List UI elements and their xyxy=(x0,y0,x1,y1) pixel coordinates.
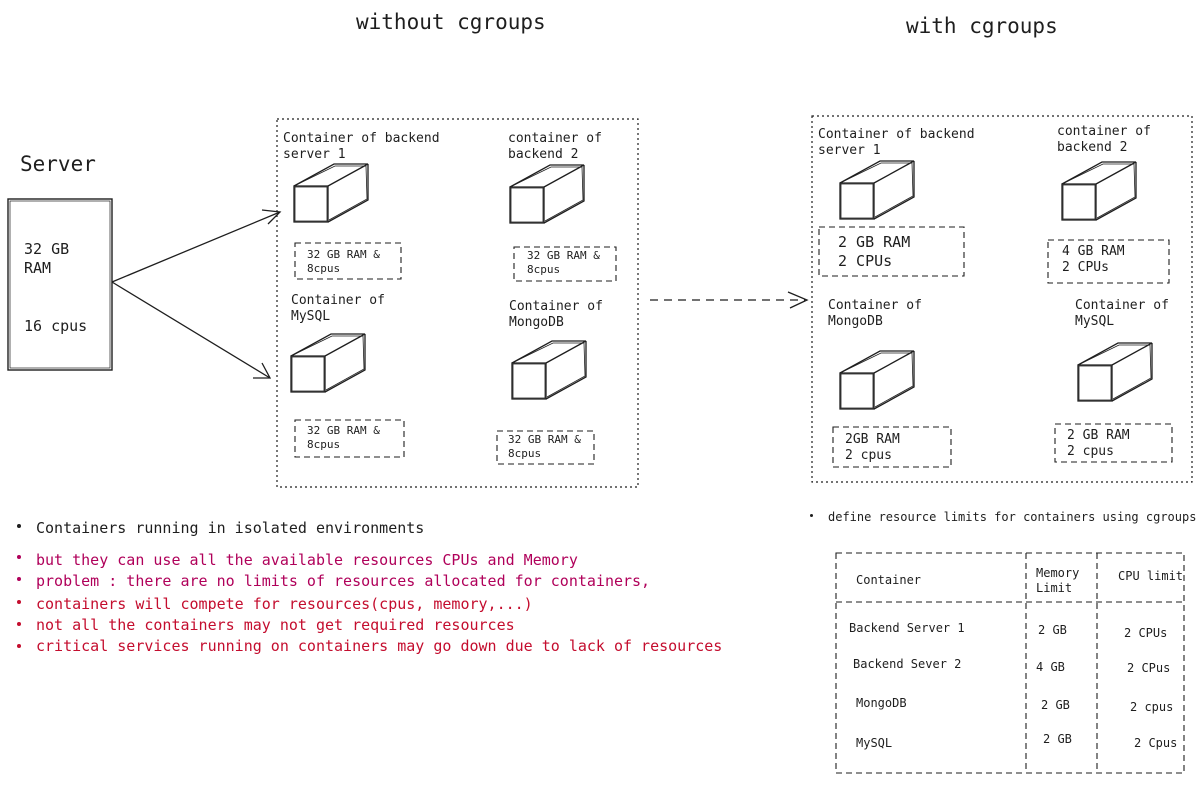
resource-boxes-left xyxy=(294,242,617,465)
table-cell: 2 GB xyxy=(1043,732,1072,746)
resource-label: 2 GB RAM 2 CPUs xyxy=(838,233,911,270)
bullet-icon xyxy=(17,524,21,528)
server-label: Server xyxy=(20,152,96,176)
table-cell: 2 CPus xyxy=(1127,661,1171,675)
resource-label: 4 GB RAM 2 CPUs xyxy=(1062,244,1125,275)
container-label: container of backend 2 xyxy=(1057,124,1151,155)
table-cell: 4 GB xyxy=(1036,660,1065,674)
table-cell: Backend Server 1 xyxy=(849,621,965,635)
cube-icon xyxy=(511,340,587,400)
cube-icon xyxy=(1077,342,1153,402)
cube-icon xyxy=(839,160,915,220)
bullet-icon xyxy=(17,600,21,604)
resource-boxes-right xyxy=(818,226,1173,468)
note-red-item: not all the containers may not get requi… xyxy=(36,616,515,634)
resource-label: 2 GB RAM 2 cpus xyxy=(1067,428,1130,459)
table-cell: MongoDB xyxy=(856,696,907,710)
container-label: container of backend 2 xyxy=(508,131,602,162)
limits-table xyxy=(835,552,1185,774)
resource-label: 32 GB RAM & 8cpus xyxy=(307,248,380,275)
container-label: Container of MongoDB xyxy=(828,298,922,329)
note-red-item: containers will compete for resources(cp… xyxy=(36,595,533,613)
table-header: Container xyxy=(856,573,922,587)
table-cell: 2 cpus xyxy=(1130,700,1174,714)
with-cgroups-region xyxy=(811,115,1193,483)
note-isolated: Containers running in isolated environme… xyxy=(36,519,425,537)
bullet-icon xyxy=(17,644,21,648)
resource-label: 32 GB RAM & 8cpus xyxy=(508,433,581,460)
server-box xyxy=(7,198,113,371)
server-ram: 32 GB RAM xyxy=(24,240,70,277)
container-label: Container of MySQL xyxy=(291,293,385,324)
title-without-cgroups: without cgroups xyxy=(356,10,546,34)
note-cgroups: define resource limits for containers us… xyxy=(828,510,1197,524)
without-cgroups-region xyxy=(276,118,639,488)
table-header: Memory Limit xyxy=(1036,566,1080,595)
container-label: Container of backend server 1 xyxy=(818,127,975,158)
server-cpus: 16 cpus xyxy=(24,317,88,335)
server-arrows xyxy=(111,209,282,379)
transition-arrow xyxy=(650,291,809,309)
table-cell: MySQL xyxy=(856,736,893,750)
resource-label: 2GB RAM 2 cpus xyxy=(845,432,900,463)
note-red-item: but they can use all the available resou… xyxy=(36,551,578,569)
cube-icon xyxy=(293,163,369,223)
table-header: CPU limit xyxy=(1118,569,1184,583)
title-with-cgroups: with cgroups xyxy=(906,14,1058,38)
bullet-icon xyxy=(17,555,21,559)
bullet-icon xyxy=(17,622,21,626)
cube-icon xyxy=(1061,161,1137,221)
table-cell: 2 GB xyxy=(1041,698,1070,712)
table-cell: Backend Sever 2 xyxy=(853,657,962,671)
cube-icon xyxy=(509,164,585,224)
cube-icon xyxy=(290,333,366,393)
table-cell: 2 Cpus xyxy=(1134,736,1178,750)
container-label: Container of MongoDB xyxy=(509,299,603,330)
bullet-icon xyxy=(810,514,813,517)
resource-label: 32 GB RAM & 8cpus xyxy=(307,424,380,451)
table-cell: 2 CPUs xyxy=(1124,626,1168,640)
container-label: Container of backend server 1 xyxy=(283,131,440,162)
cube-icon xyxy=(839,350,915,410)
table-cell: 2 GB xyxy=(1038,623,1067,637)
note-red-item: problem : there are no limits of resourc… xyxy=(36,572,651,590)
resource-label: 32 GB RAM & 8cpus xyxy=(527,249,600,276)
note-red-item: critical services running on containers … xyxy=(36,637,723,655)
container-label: Container of MySQL xyxy=(1075,298,1169,329)
bullet-icon xyxy=(17,577,21,581)
